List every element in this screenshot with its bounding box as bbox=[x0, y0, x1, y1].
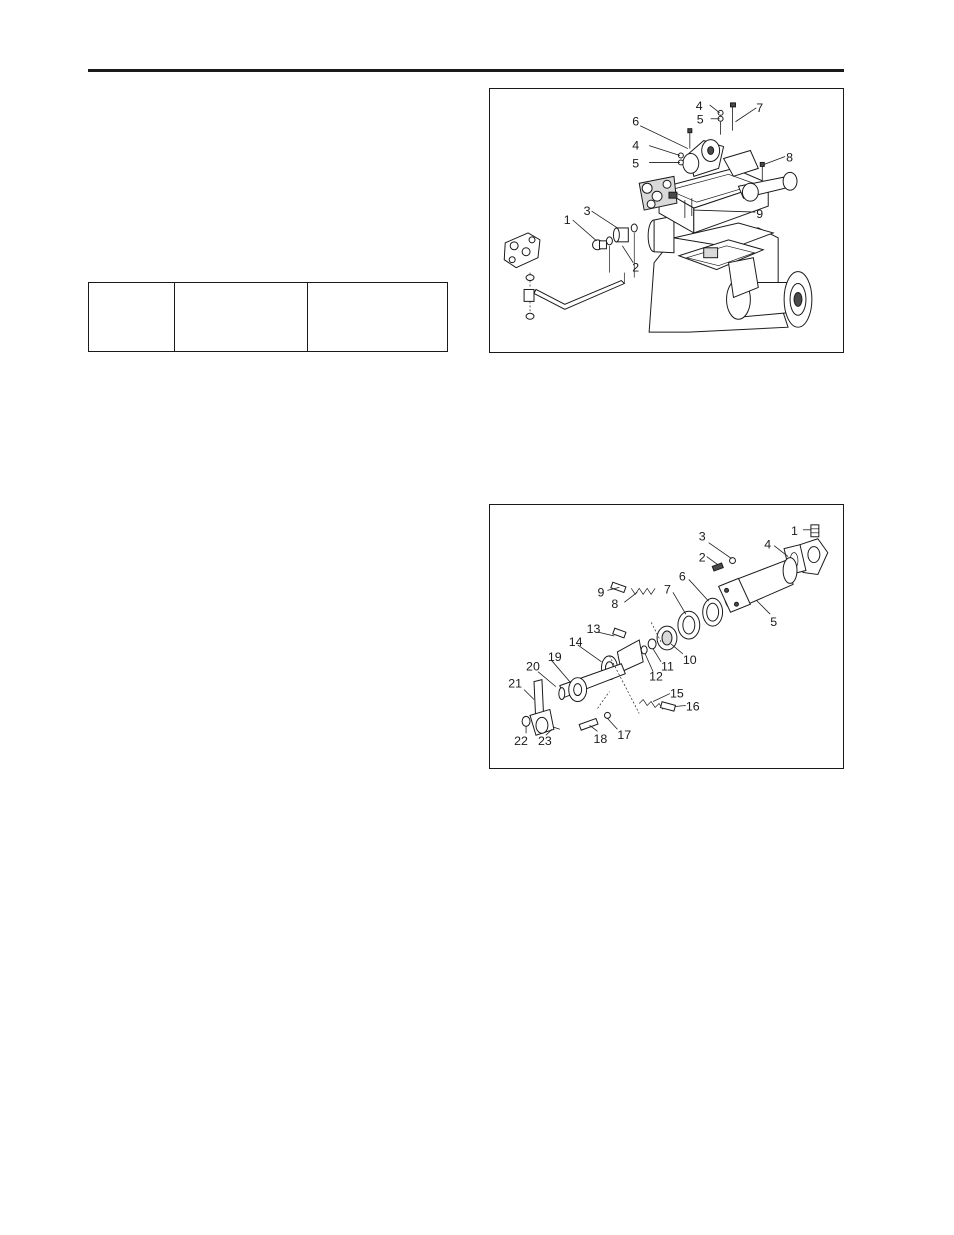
callout-1: 1 bbox=[791, 524, 798, 538]
transmission-housing bbox=[647, 215, 813, 333]
figure-pto-shaft: 1 2 3 4 5 6 7 8 9 10 11 12 13 14 15 16 1… bbox=[489, 504, 844, 769]
callout-2: 2 bbox=[632, 261, 639, 275]
callout-2: 2 bbox=[699, 551, 706, 565]
control-valve-linkage bbox=[503, 232, 626, 320]
pto-parts bbox=[521, 524, 829, 736]
callout-5-lower: 5 bbox=[632, 156, 639, 170]
callout-9: 9 bbox=[756, 207, 763, 221]
spec-table bbox=[88, 282, 448, 352]
callout-4: 4 bbox=[764, 538, 771, 552]
callout-6: 6 bbox=[679, 569, 686, 583]
callout-7: 7 bbox=[756, 101, 763, 115]
callout-16: 16 bbox=[686, 699, 700, 713]
callout-14: 14 bbox=[569, 635, 583, 649]
callout-7: 7 bbox=[664, 582, 671, 596]
callout-22: 22 bbox=[514, 734, 528, 748]
callout-8: 8 bbox=[786, 150, 793, 164]
lift-cover-assembly bbox=[638, 139, 798, 234]
callout-9: 9 bbox=[598, 585, 605, 599]
table-cell bbox=[307, 282, 448, 352]
callout-19: 19 bbox=[548, 650, 562, 664]
callout-15: 15 bbox=[670, 687, 684, 701]
callout-21: 21 bbox=[508, 677, 522, 691]
callout-8: 8 bbox=[611, 597, 618, 611]
lift-cover-illustration: 1 2 3 4 5 4 5 6 7 8 9 bbox=[503, 99, 813, 333]
callout-11: 11 bbox=[661, 660, 674, 674]
callout-10: 10 bbox=[683, 653, 697, 667]
callout-3: 3 bbox=[699, 530, 706, 544]
callout-13: 13 bbox=[587, 622, 601, 636]
callout-1: 1 bbox=[564, 213, 571, 227]
table-cell bbox=[88, 282, 175, 352]
figure-lift-cover: 1 2 3 4 5 4 5 6 7 8 9 bbox=[489, 88, 844, 353]
callout-5: 5 bbox=[770, 615, 777, 629]
callout-5-upper: 5 bbox=[697, 113, 704, 127]
callout-4-upper: 4 bbox=[696, 99, 703, 113]
fasteners bbox=[592, 102, 765, 278]
callout-17: 17 bbox=[617, 728, 631, 742]
callout-18: 18 bbox=[594, 732, 608, 746]
pto-shaft-illustration: 1 2 3 4 5 6 7 8 9 10 11 12 13 14 15 16 1… bbox=[508, 524, 829, 748]
callout-23: 23 bbox=[538, 734, 552, 748]
header-rule bbox=[88, 69, 844, 72]
table-row bbox=[88, 282, 448, 352]
callout-20: 20 bbox=[526, 660, 540, 674]
callout-4-lower: 4 bbox=[632, 139, 639, 153]
table-cell bbox=[174, 282, 308, 352]
callout-12: 12 bbox=[649, 670, 663, 684]
callout-6: 6 bbox=[632, 115, 639, 129]
callout-3: 3 bbox=[584, 204, 591, 218]
